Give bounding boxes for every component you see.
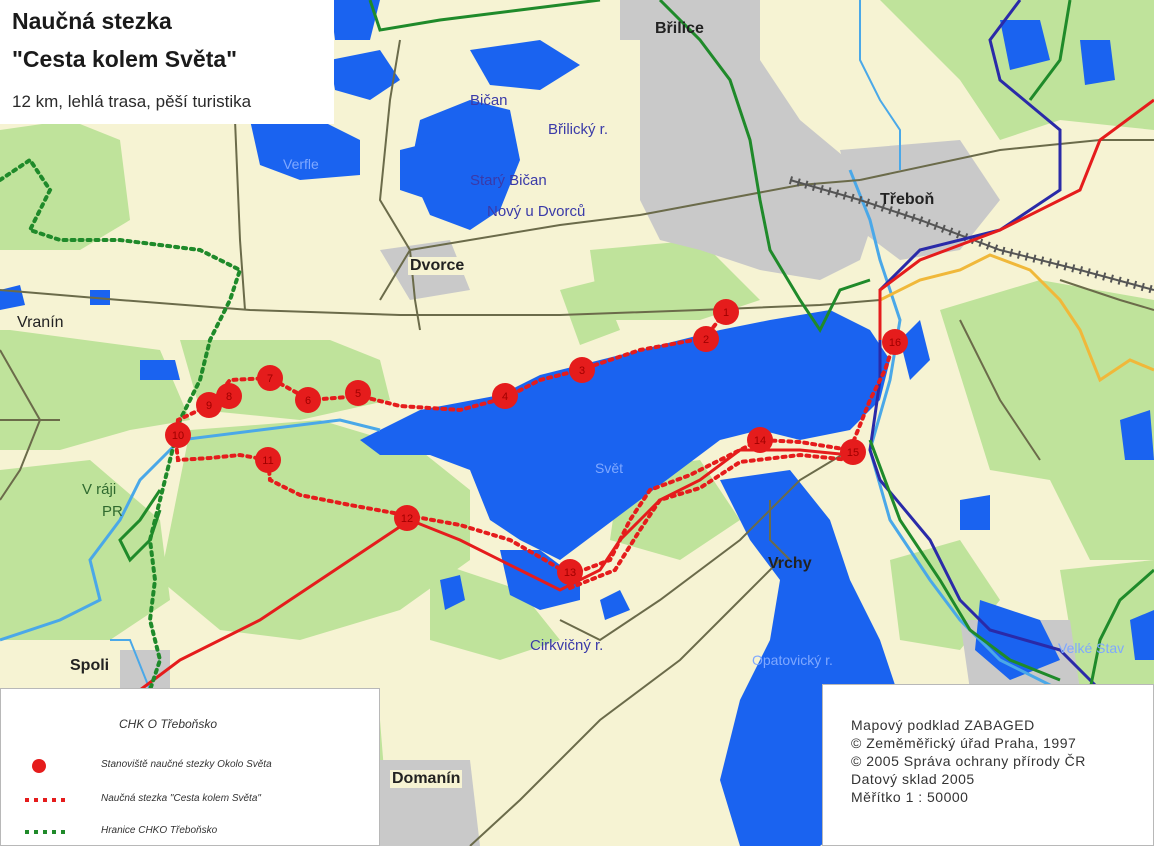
- legend-item-stop: Stanoviště naučné stezky Okolo Světa: [23, 757, 373, 775]
- credit-copyright-zu: © Zeměměřický úřad Praha, 1997: [851, 735, 1077, 751]
- credit-source: Mapový podklad ZABAGED: [851, 717, 1035, 733]
- svg-text:11: 11: [262, 455, 273, 467]
- stop-5: 5: [345, 380, 371, 406]
- stop-4: 4: [492, 383, 518, 409]
- label-v-raji: V ráji: [82, 481, 117, 498]
- label-brilice: Břilice: [655, 20, 704, 37]
- svg-text:1: 1: [723, 307, 729, 319]
- svg-text:2: 2: [703, 334, 709, 346]
- trail-path-parallel: [568, 452, 852, 590]
- stop-2: 2: [693, 326, 719, 352]
- legend-label-boundary: Hranice CHKO Třeboňsko: [101, 825, 218, 836]
- railway: [788, 176, 1154, 294]
- label-spoli: Spoli: [70, 657, 110, 674]
- legend-item-trail: Naučná stezka "Cesta kolem Světa": [23, 791, 373, 809]
- stop-1: 1: [713, 299, 739, 325]
- label-stary-bican: Starý Bičan: [470, 172, 547, 189]
- title-panel: Naučná stezka "Cesta kolem Světa" 12 km,…: [0, 0, 334, 124]
- stop-11: 11: [255, 447, 281, 473]
- red-dot-icon: [32, 759, 46, 773]
- stop-12: 12: [394, 505, 420, 531]
- stop-15: 15: [840, 439, 866, 465]
- legend-item-boundary: Hranice CHKO Třeboňsko: [23, 823, 373, 841]
- map-scale: Měřítko 1 : 50000: [851, 789, 969, 805]
- svg-text:16: 16: [889, 337, 901, 349]
- stop-14: 14: [747, 427, 773, 453]
- yellow-road: [879, 253, 1154, 383]
- stop-10: 10: [165, 422, 191, 448]
- credit-copyright-sop: © 2005 Správa ochrany přírody ČR: [851, 753, 1086, 769]
- svg-text:3: 3: [579, 365, 585, 377]
- label-velke-stav: Velké Stav: [1058, 640, 1125, 656]
- svg-text:6: 6: [305, 395, 311, 407]
- label-bican: Bičan: [470, 92, 508, 109]
- legend-label-stop: Stanoviště naučné stezky Okolo Světa: [101, 759, 272, 770]
- label-cirkvicny: Cirkvičný r.: [530, 637, 604, 654]
- stop-7: 7: [257, 365, 283, 391]
- svg-text:8: 8: [226, 391, 232, 403]
- svg-text:15: 15: [847, 447, 859, 459]
- map-title-name: "Cesta kolem Světa": [12, 46, 238, 72]
- svg-text:12: 12: [401, 513, 413, 525]
- map-legend: CHK O Třeboňsko Stanoviště naučné stezky…: [0, 688, 380, 846]
- stop-16: 16: [882, 329, 908, 355]
- label-verfle: Verfle: [283, 156, 319, 172]
- legend-title: CHK O Třeboňsko: [119, 717, 218, 731]
- svg-text:10: 10: [172, 430, 184, 442]
- trail-stops: 1 2 3 4 5 6 7 8 9 10 11 12 13 14 15 16: [165, 299, 908, 585]
- stop-13: 13: [557, 559, 583, 585]
- green-dotted-line-icon: [25, 830, 69, 834]
- green-roads: [118, 0, 1154, 691]
- label-novy-u-dvorcu: Nový u Dvorců: [487, 203, 586, 220]
- stop-8: 8: [216, 383, 242, 409]
- stop-9: 9: [196, 392, 222, 418]
- label-svet: Svět: [595, 460, 624, 476]
- credit-data: Datový sklad 2005: [851, 771, 975, 787]
- label-pr: PR: [102, 503, 123, 520]
- map-subtitle: 12 km, lehlá trasa, pěší turistika: [12, 92, 252, 111]
- label-brilicky: Břilický r.: [548, 121, 608, 138]
- svg-text:14: 14: [754, 435, 766, 447]
- label-domanin: Domanín: [390, 770, 463, 788]
- svg-text:13: 13: [564, 567, 576, 579]
- red-road: [139, 98, 1154, 692]
- chko-boundary: [0, 157, 243, 692]
- legend-label-trail: Naučná stezka "Cesta kolem Světa": [101, 793, 261, 804]
- label-trebon: Třeboň: [880, 191, 935, 208]
- stop-6: 6: [295, 387, 321, 413]
- map-title: Naučná stezka: [12, 8, 172, 34]
- label-dvorce: Dvorce: [408, 257, 467, 275]
- label-vrchy: Vrchy: [768, 555, 812, 572]
- svg-text:4: 4: [502, 391, 508, 403]
- label-vranin: Vranín: [17, 314, 64, 331]
- stop-3: 3: [569, 357, 595, 383]
- svg-text:5: 5: [355, 388, 361, 400]
- svg-text:7: 7: [267, 373, 273, 385]
- map-credits: Mapový podklad ZABAGED © Zeměměřický úřa…: [822, 684, 1154, 846]
- svg-text:9: 9: [206, 400, 212, 412]
- red-dotted-line-icon: [25, 798, 69, 802]
- label-opatovicky: Opatovický r.: [752, 652, 833, 668]
